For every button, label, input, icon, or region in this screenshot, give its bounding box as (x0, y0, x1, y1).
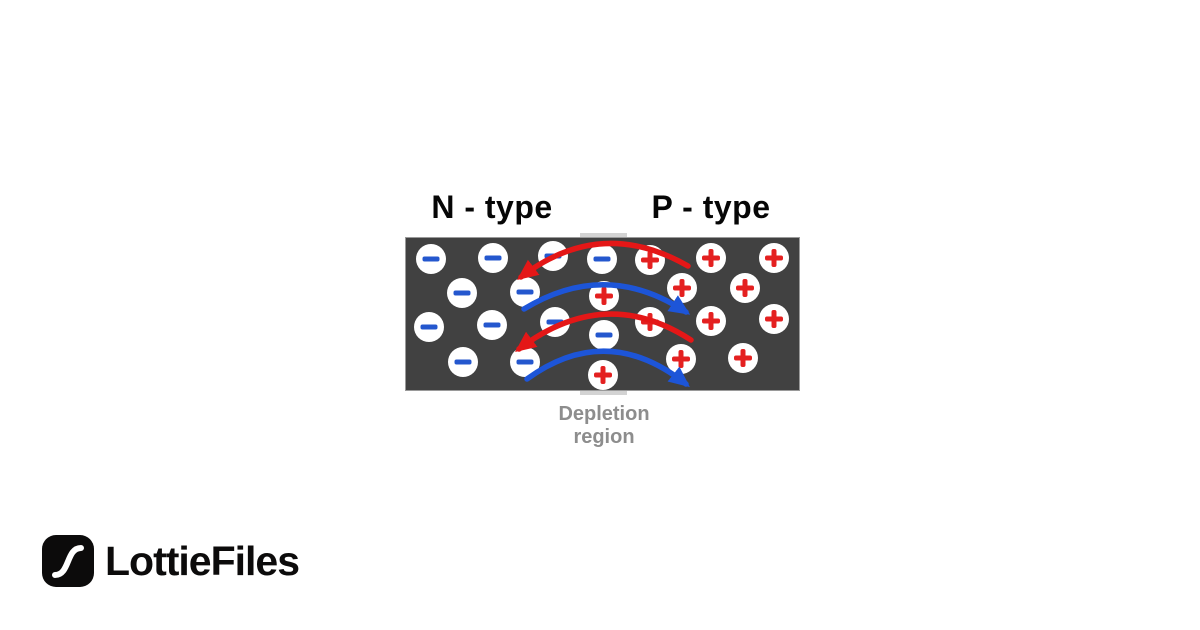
electron-particle (587, 244, 617, 274)
hole-particle (635, 245, 665, 275)
electron-particle (540, 307, 570, 337)
hole-particle (696, 306, 726, 336)
hole-particle (759, 304, 789, 334)
lottiefiles-wordmark: LottieFiles (105, 538, 300, 584)
electron-particle (414, 312, 444, 342)
lottiefiles-icon (42, 535, 94, 587)
hole-particle (728, 343, 758, 373)
electron-particle (477, 310, 507, 340)
p-type-label: P - type (651, 189, 771, 225)
electron-particle (589, 320, 619, 350)
depletion-label-line2: region (573, 426, 635, 448)
electron-particle (538, 241, 568, 271)
depletion-region-label: Depletion region (558, 403, 649, 449)
lottiefiles-logo: LottieFiles (42, 535, 300, 587)
depletion-label-line1: Depletion (558, 403, 650, 425)
hole-particle (730, 273, 760, 303)
electron-particle (510, 277, 540, 307)
hole-particle (759, 243, 789, 273)
electron-particle (416, 244, 446, 274)
hole-particle (666, 344, 696, 374)
hole-particle (588, 360, 618, 390)
electron-particle (448, 347, 478, 377)
n-type-label: N - type (431, 189, 553, 225)
electron-particle (478, 243, 508, 273)
lottie-swoosh-icon (52, 545, 84, 578)
electron-particle (510, 347, 540, 377)
hole-particle (589, 281, 619, 311)
electron-particle (447, 278, 477, 308)
hole-particle (635, 307, 665, 337)
hole-particle (696, 243, 726, 273)
hole-particle (667, 273, 697, 303)
